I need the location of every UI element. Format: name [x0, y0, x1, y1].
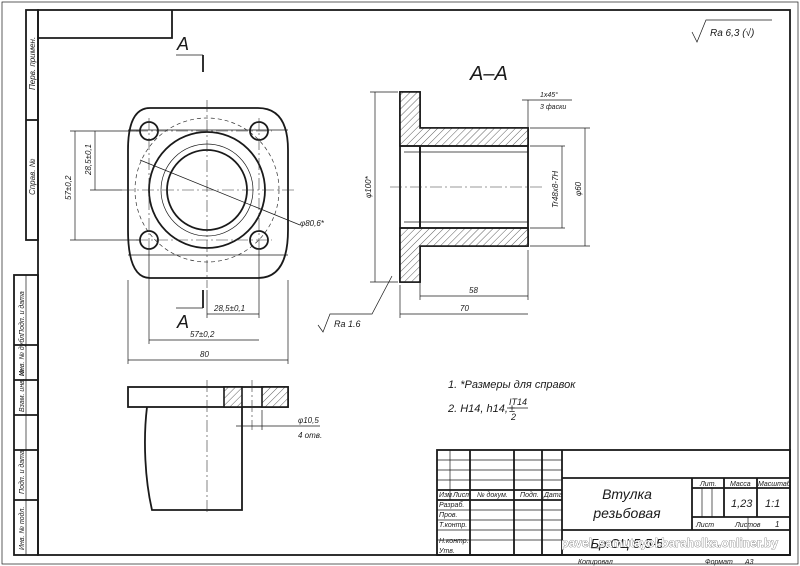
tb-part-name-2: резьбовая: [592, 505, 661, 521]
side-inv-podl: Инв. № подл.: [18, 507, 26, 550]
side-podp-data-1: Подп. и дата: [18, 291, 26, 335]
dim-h-80: 80: [200, 350, 209, 359]
tb-list: Лист: [695, 522, 714, 529]
side-perv-primen: Перв. примен.: [28, 37, 37, 90]
tb-massa: Масса: [730, 481, 751, 488]
title-block: Изм Лист № докум. Подп. Дата Разраб. Про…: [436, 449, 792, 566]
bottom-view: φ10,5 4 отв.: [127, 380, 322, 515]
side-sprav: Справ. №: [28, 158, 37, 195]
tb-utv: Утв.: [438, 548, 455, 555]
dim-flange-diameter: φ100*: [364, 175, 373, 198]
tb-nkontr: Н.контр.: [439, 538, 469, 545]
tb-masshtab-value: 1:1: [765, 498, 780, 510]
dim-pitch-diameter: φ80,6*: [300, 219, 325, 228]
section-view: A–A: [390, 63, 545, 283]
tb-kopiroval: Копировал: [578, 559, 613, 566]
note-2-denominator: 2: [510, 412, 516, 422]
tb-prov: Пров.: [439, 512, 458, 519]
tb-part-name-1: Втулка: [602, 486, 652, 502]
side-vzam-inv: Взам. инв. №: [19, 368, 26, 412]
note-1: 1. *Размеры для справок: [448, 379, 576, 391]
dim-length-70: 70: [460, 304, 469, 313]
tb-col-list: Лист: [452, 492, 471, 499]
general-roughness-text: Ra 6,3 (√): [710, 27, 754, 39]
tb-col-podp: Подп.: [520, 491, 539, 499]
tb-tkontr: Т.контр.: [439, 522, 467, 529]
technical-notes: 1. *Размеры для справок 2. H14, h14, ± I…: [447, 379, 576, 422]
dim-hole-count: 4 отв.: [298, 431, 322, 440]
tb-masshtab: Масштаб: [758, 480, 792, 488]
side-podp-data-2: Подп. и дата: [18, 450, 26, 494]
tb-col-doc: № докум.: [477, 491, 508, 499]
dim-body-diameter: φ60: [574, 181, 583, 196]
dim-chamfer: 1x45°: [540, 91, 558, 99]
tb-razrab: Разраб.: [439, 501, 464, 509]
general-roughness-symbol: Ra 6,3 (√): [691, 19, 772, 43]
tb-col-izm: Изм: [439, 492, 452, 499]
front-view: [122, 100, 294, 288]
dim-thread: Tr48x8-7H: [551, 171, 560, 208]
tb-material: Бр.ОЦ 5-5-5: [591, 536, 665, 551]
bore-roughness-text: Ra 1.6: [334, 319, 361, 329]
section-cut-letter-bottom: A: [176, 312, 189, 332]
section-dimensions: φ100* Tr48x8-7H φ60 1x45° 3 фаски 58 70 …: [317, 91, 590, 333]
watermark-text: pavel_samutayol.baraholka.onliner.by: [561, 536, 778, 550]
tb-massa-value: 1,23: [731, 498, 753, 510]
side-inv-dubl: Инв. № дубл.: [18, 333, 26, 376]
dim-v-57: 57±0,2: [64, 175, 73, 200]
tb-listov: Листов: [734, 522, 761, 529]
dim-chamfer-note: 3 фаски: [540, 104, 566, 111]
tb-format: Формат: [705, 559, 733, 566]
side-stamp: Перв. примен. Справ. № Подп. и дата Инв.…: [13, 9, 39, 556]
tb-listov-value: 1: [775, 520, 779, 529]
note-2-numerator: IT14: [509, 397, 527, 407]
note-2-prefix: 2. H14, h14,: [447, 403, 508, 415]
note-2-pm: ±: [509, 403, 515, 415]
section-label: A–A: [469, 63, 508, 85]
section-cut-letter-top: A: [176, 34, 189, 54]
front-view-dimensions: 57±0,2 28,5±0,1 φ80,6* 28,5±0,1 57±0,2 8…: [64, 34, 325, 364]
dim-h-57: 57±0,2: [190, 330, 215, 339]
tb-col-data: Дата: [543, 492, 563, 499]
tb-lit: Лит.: [699, 481, 716, 488]
dim-length-58: 58: [469, 286, 478, 295]
dim-h-28: 28,5±0,1: [213, 304, 245, 313]
dim-hole-diameter: φ10,5: [298, 416, 319, 425]
tb-format-value: А3: [744, 559, 754, 566]
dim-v-28: 28,5±0,1: [84, 144, 93, 176]
